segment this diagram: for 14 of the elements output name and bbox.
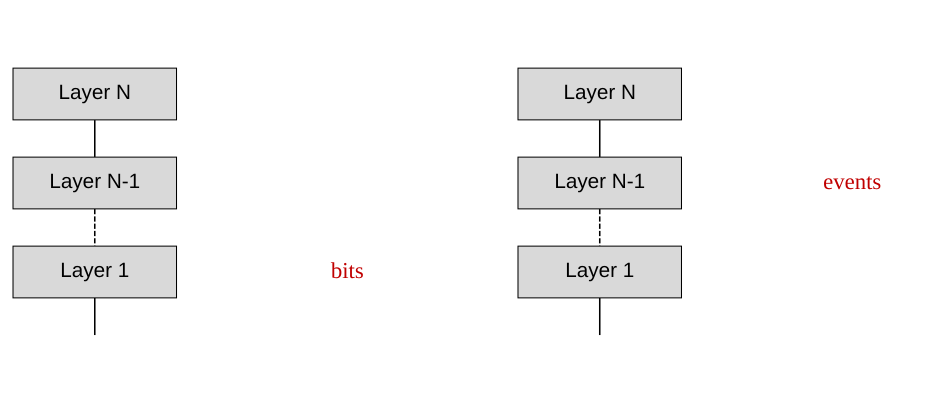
connector (94, 208, 96, 246)
connector (598, 208, 601, 246)
label: events (823, 168, 882, 194)
node-box: Layer 1 (517, 245, 682, 298)
node-box: Layer 1 (12, 245, 178, 298)
node-box: Layer N (12, 67, 178, 120)
label: bits (330, 257, 364, 282)
connector (598, 120, 601, 156)
node-box: Layer N-1 (517, 156, 682, 209)
connector (94, 297, 96, 335)
connector (598, 297, 601, 335)
connector (94, 120, 96, 156)
node-box: Layer N-1 (12, 156, 178, 209)
node-box: Layer N (517, 67, 682, 120)
